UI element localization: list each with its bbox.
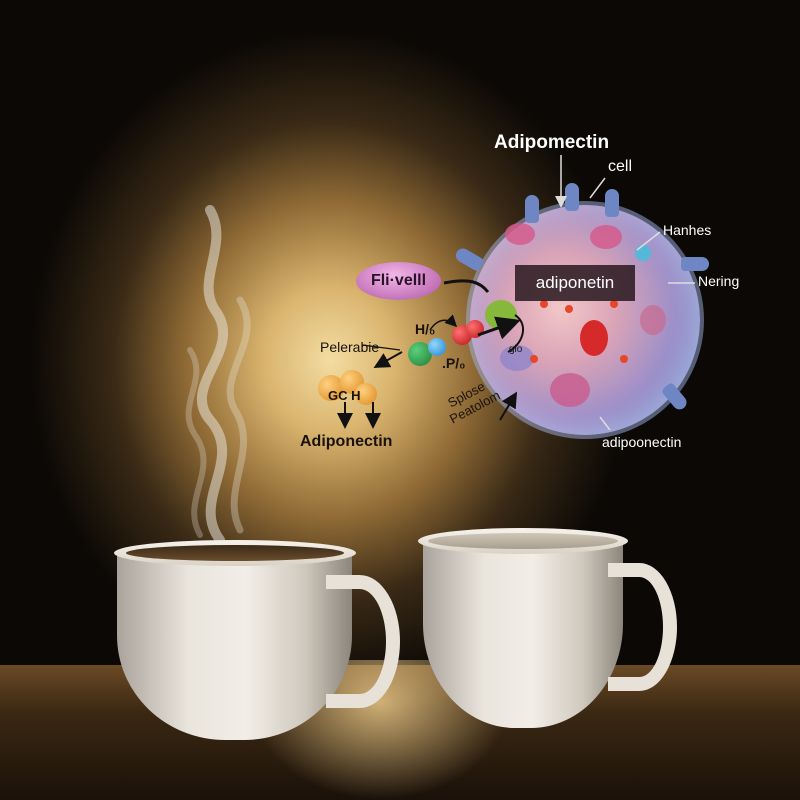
coffee-surface [126, 545, 344, 561]
glo-label: glo [509, 344, 523, 355]
diagram-title: Adipomectin [494, 132, 610, 153]
blue-molecule [428, 338, 446, 356]
molecule-dot [610, 300, 618, 308]
molecule-dot [530, 355, 538, 363]
molecule-dot [540, 300, 548, 308]
adiponectin-label: Adiponectin [300, 433, 393, 450]
cup-body [423, 538, 623, 728]
left-coffee-cup [112, 540, 432, 750]
adiponetin-badge: adiponetin [515, 265, 635, 301]
cup-interior [428, 533, 618, 549]
fli-velll-pill: Fli·velll [356, 262, 441, 300]
orange-molecule-cluster [318, 375, 344, 401]
cup-handle [326, 575, 400, 708]
adipocyte-cell [453, 183, 709, 435]
right-coffee-cup [418, 528, 800, 748]
nering-label: Nering [698, 273, 740, 289]
molecule-dot [565, 305, 573, 313]
h-label: H/₀ [415, 321, 436, 337]
organelle [590, 225, 622, 249]
pelerabie-label: Pelerabie [320, 339, 380, 355]
hanhes-label: Hanhes [663, 222, 712, 238]
orange-molecule-cluster [355, 383, 377, 405]
gc-h-label: GC H [328, 388, 361, 403]
cell-spike [660, 381, 690, 413]
organelle [550, 373, 590, 407]
cell-spike [525, 195, 539, 223]
p-label: .P/₀ [442, 355, 466, 371]
molecule-dot [620, 355, 628, 363]
splose-label: Splose Peatolom [440, 374, 502, 427]
organelle [640, 305, 666, 335]
organelle [505, 223, 535, 245]
cup-handle [608, 563, 677, 691]
cell-spike [453, 245, 485, 273]
cup-body [117, 550, 352, 740]
cell-spike [681, 257, 709, 271]
cell-spike [565, 183, 579, 211]
red-molecule [466, 320, 484, 338]
steam-icon [185, 205, 251, 545]
adipoonectin-label: adipoonectin [602, 434, 682, 450]
cell-label: cell [608, 158, 633, 175]
organelle [580, 320, 608, 356]
organelle [635, 245, 651, 261]
cell-spike [605, 189, 619, 217]
green-cluster [485, 300, 517, 330]
